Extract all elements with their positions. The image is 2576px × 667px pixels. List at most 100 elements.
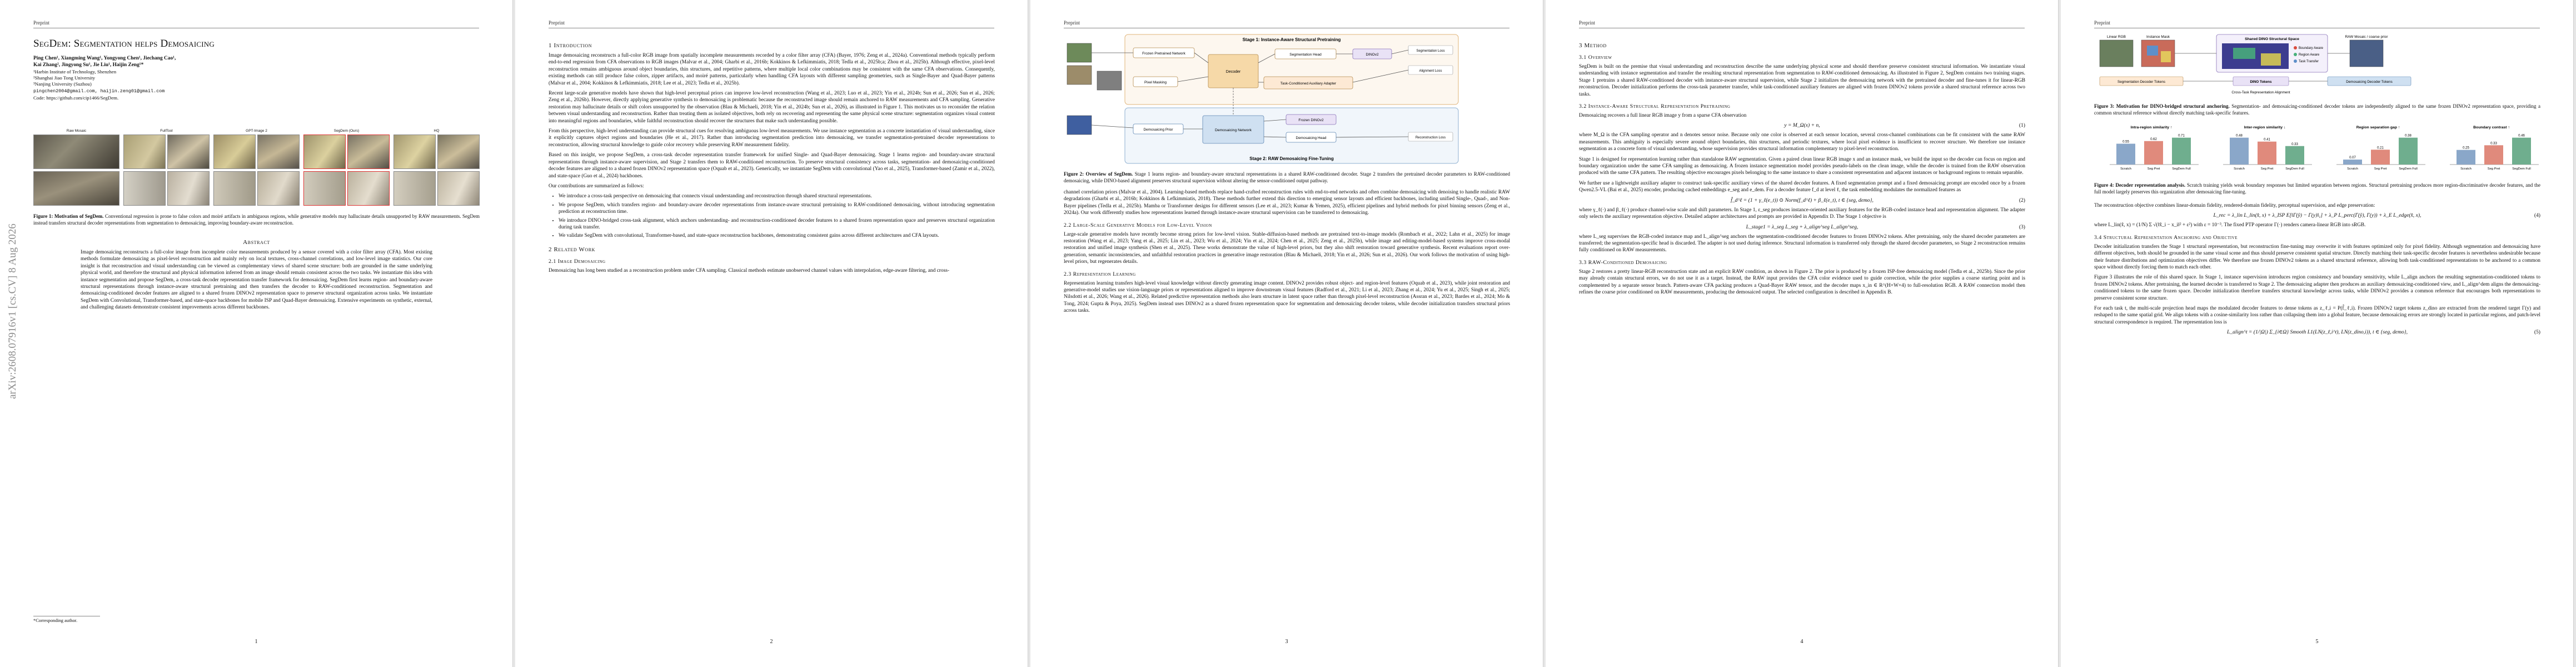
fig3-legend-region: Region Aware bbox=[2299, 53, 2320, 57]
block-demosaic-prior-label: Demosaicing Prior bbox=[1143, 128, 1173, 132]
fig3-map-region-a bbox=[2233, 48, 2255, 59]
block-seg-head-label: Segmentation Head bbox=[1289, 53, 1322, 57]
pretrain-text-2: where M_Ω is the CFA sampling operator a… bbox=[1579, 132, 2025, 152]
equation-1: y = M_Ω(x) + n,(1) bbox=[1579, 122, 2025, 128]
fig4-bar-label: Seg Pret bbox=[2488, 167, 2500, 171]
overview-heading: 3.1 Overview bbox=[1579, 54, 1612, 61]
block-frozen-dinov2-label: Frozen DINOv2 bbox=[1298, 118, 1324, 122]
figure-4-chart: Intra-region similarity ↑0.55Scratch0.62… bbox=[2110, 126, 2539, 171]
fig4-panel-title: Inter-region similarity ↓ bbox=[2244, 126, 2286, 130]
fig1-img-fulltool-a bbox=[123, 135, 166, 169]
page-5: Preprint Linear RGB Instance Mask Shared… bbox=[2061, 0, 2574, 667]
fig1-img-segdem-c bbox=[303, 171, 346, 206]
fig1-img-fulltool-d bbox=[167, 171, 210, 206]
fig1-img-gpt-d bbox=[257, 171, 300, 206]
equation-4-number: (4) bbox=[2534, 212, 2540, 219]
pretrain-heading: 3.2 Instance-Aware Structural Representa… bbox=[1579, 103, 1731, 110]
input-image-top bbox=[1067, 43, 1092, 63]
fig3-legend-dot-transfer bbox=[2294, 59, 2297, 63]
rec-objective-text-2: where L_lin(x̂, x) = (1/N) Σ √(‖x̂_i − x… bbox=[2094, 222, 2366, 228]
fig4-bar-label: SegDem Full bbox=[2512, 167, 2531, 171]
block-adapter-label: Task-Conditioned Auxiliary Adapter bbox=[1280, 82, 1337, 86]
related-s21: 2.1 Image Demosaicing bbox=[549, 258, 606, 265]
fig1-img-raw-bottom bbox=[33, 171, 119, 206]
fig4-panel: Inter-region similarity ↓0.48Scratch0.41… bbox=[2223, 126, 2312, 171]
fig3-legend-boundary: Boundary Aware bbox=[2299, 47, 2324, 50]
loss-rec-label: Reconstruction Loss bbox=[1416, 136, 1446, 140]
fig1-col-label-3: GPT-Image 2 bbox=[246, 129, 267, 133]
loss-seg bbox=[1408, 45, 1453, 55]
fig4-bar-label: SegDem Full bbox=[2399, 167, 2418, 171]
fig4-bar bbox=[2172, 137, 2191, 165]
intro-p3: From this perspective, high-level unders… bbox=[549, 128, 995, 148]
abstract: Abstract Image demosaicing reconstructs … bbox=[81, 232, 432, 315]
loss-seg-label: Segmentation Loss bbox=[1416, 49, 1444, 53]
fig1-img-hq-a bbox=[393, 135, 436, 169]
arxiv-sidebar: arXiv:2608.07916v1 [cs.CV] 8 Aug 2026 bbox=[4, 200, 21, 422]
equation-2-number: (2) bbox=[2019, 197, 2025, 203]
objective-section: The reconstruction objective combines li… bbox=[2094, 202, 2540, 339]
abstract-text: Image demosaicing reconstructs a full-co… bbox=[81, 250, 432, 311]
method-heading: 3 Method bbox=[1579, 42, 1607, 49]
related-heading: 2 Related Work bbox=[549, 246, 596, 253]
equation-2: f̂_d^ℓ = (1 + γ_ℓ(e_t)) ⊙ Norm(f_d^ℓ) + … bbox=[1579, 197, 2025, 203]
fig4-bar bbox=[2484, 145, 2503, 165]
equation-3-body: L_stage1 = λ_seg L_seg + λ_align^seg L_a… bbox=[1746, 223, 1858, 230]
contribution-item: We propose SegDem, which transfers regio… bbox=[559, 202, 995, 216]
fig3-label-raw-mosaic: RAW Mosaic / coarse prior bbox=[2345, 35, 2388, 39]
fig4-bar-value: 0.33 bbox=[2291, 143, 2298, 146]
fig4-bar bbox=[2144, 141, 2163, 165]
fig4-panel-title: Intra-region similarity ↑ bbox=[2131, 126, 2173, 130]
equation-4: L_rec = λ_lin L_lin(x̂, x) + λ_ISP E[‖Γ(… bbox=[2094, 212, 2540, 218]
raw-demosaic-text: Stage 2 restores a pretty linear-RGB rec… bbox=[1579, 268, 2025, 295]
author-emails[interactable]: pingchen2004@gmail.com, haijin.zeng01@gm… bbox=[33, 88, 165, 94]
fig1-img-fulltool-b bbox=[167, 135, 210, 169]
fig1-img-fulltool-c bbox=[123, 171, 166, 206]
code-link[interactable]: Code: https://github.com/cip1466/SegDem. bbox=[33, 95, 119, 101]
fig3-caption-label: Figure 3: Motivation for DINO-bridged st… bbox=[2094, 103, 2230, 109]
fig4-bar bbox=[2371, 150, 2390, 165]
equation-5: L_align^t = (1/|Ω|) Σ_{i∈Ω} Smooth L1(LN… bbox=[2094, 329, 2540, 335]
fig2-caption-text: Stage 1 learns region- and boundary-awar… bbox=[1064, 171, 1510, 183]
figure-1: Raw Mosaic FullTool GPT-Image 2 SegDem (… bbox=[33, 129, 480, 207]
fig4-panel: Intra-region similarity ↑0.55Scratch0.62… bbox=[2110, 126, 2199, 171]
fig3-cross-task: Cross-Task Representation Alignment bbox=[2231, 91, 2290, 94]
method: 3 Method 3.1 Overview SegDem is built on… bbox=[1579, 36, 2025, 299]
fig1-img-gpt-a bbox=[213, 135, 256, 169]
authors-line-1: Ping Chen¹, Xiangming Wang¹, Yongyong Ch… bbox=[33, 56, 176, 61]
pretrain-text-4: We further use a lightweight auxiliary a… bbox=[1579, 180, 2025, 193]
contribution-item: We introduce DINO-bridged cross-task ali… bbox=[559, 217, 995, 231]
figure-3-diagram: Linear RGB Instance Mask Shared DINO Str… bbox=[2099, 34, 2411, 94]
fig4-bar bbox=[2512, 137, 2531, 165]
figure-3-caption: Figure 3: Motivation for DINO-bridged st… bbox=[2094, 100, 2540, 121]
page-number-3: 3 bbox=[1285, 639, 1288, 645]
fig4-bar-value: 0.38 bbox=[2405, 135, 2411, 138]
affiliation-1: ¹Harbin Institute of Technology, Shenzhe… bbox=[33, 69, 117, 74]
equation-1-number: (1) bbox=[2019, 122, 2025, 129]
block-adapter bbox=[1263, 76, 1353, 89]
fig4-bar bbox=[2116, 143, 2135, 165]
fig1-caption-text: Conventional regression is prone to fals… bbox=[33, 213, 480, 226]
fig4-bar-label: SegDem Full bbox=[2285, 167, 2304, 171]
figure-2-diagram: Stage 1: Instance-Aware Structural Pretr… bbox=[1067, 34, 1459, 164]
fig4-panel: Region separation gap ↑0.07Scratch0.21Se… bbox=[2336, 126, 2425, 171]
fig4-bar bbox=[2399, 137, 2418, 165]
page-number-5: 5 bbox=[2315, 639, 2319, 645]
fig3-label-shared-space: Shared DINO Structural Space bbox=[2245, 37, 2299, 41]
overview-text: SegDem is built on the premise that visu… bbox=[1579, 64, 2025, 97]
block-pixel-masking-label: Pixel Masking bbox=[1144, 81, 1167, 84]
anchoring-text-1: Decoder initialization transfers the Sta… bbox=[2094, 243, 2540, 271]
fig1-img-gpt-b bbox=[257, 135, 300, 169]
page-1: Preprint arXiv:2608.07916v1 [cs.CV] 8 Au… bbox=[0, 0, 513, 667]
fig3-dino-tokens: DINO Tokens bbox=[2250, 80, 2272, 84]
authors-line-2: Kai Zhang², Jingyong Su¹, Jie Liu¹, Haij… bbox=[33, 62, 144, 68]
diagram-arrows bbox=[1091, 49, 1409, 138]
related-s21-text: Demosaicing has long been studied as a r… bbox=[549, 267, 949, 273]
fig4-bar bbox=[2230, 137, 2249, 165]
fig3-dem-tokens: Demosaicing Decoder Tokens bbox=[2346, 80, 2393, 84]
related-s23: 2.3 Representation Learning bbox=[1064, 271, 1136, 277]
fig3-linear-rgb-img bbox=[2099, 39, 2134, 67]
fig3-legend-dot-region bbox=[2294, 53, 2297, 56]
running-head: Preprint bbox=[549, 20, 565, 26]
